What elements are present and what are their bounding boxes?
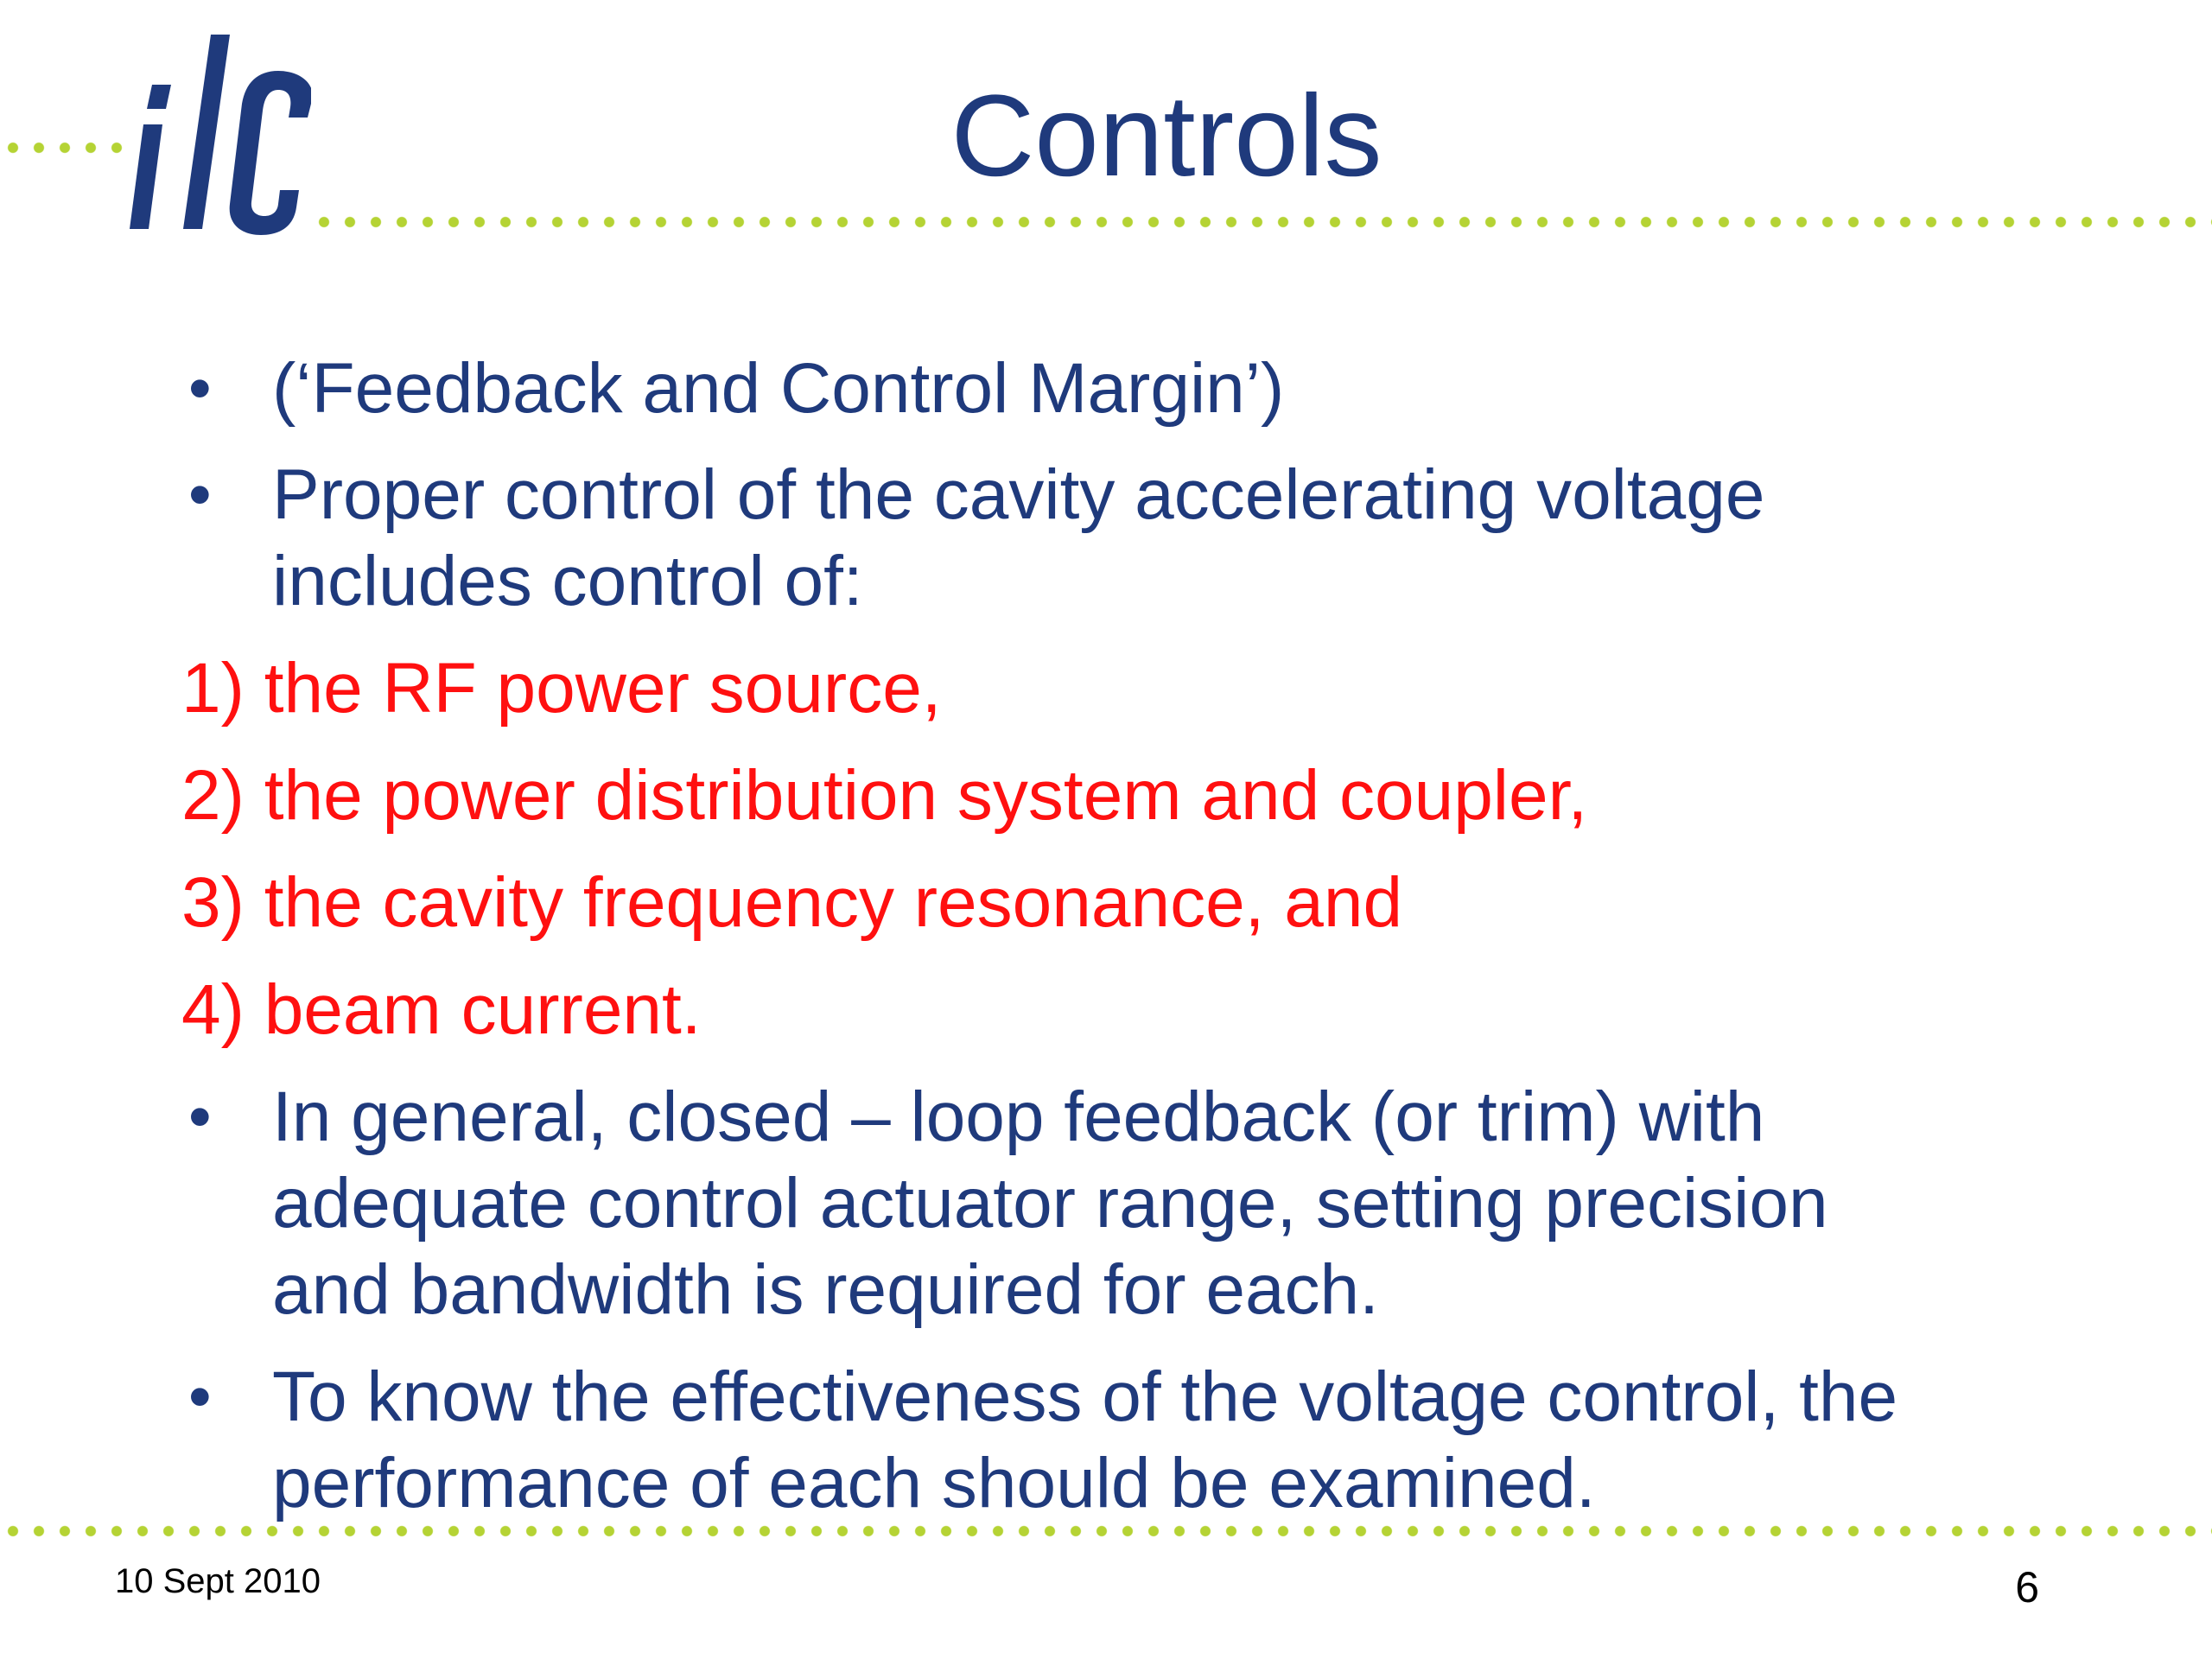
header-dotline-right bbox=[311, 216, 2212, 228]
numbered-text-line: 3) the cavity frequency resonance, and bbox=[181, 863, 1403, 942]
bullet-marker: • bbox=[188, 352, 212, 425]
header-dotline-left bbox=[0, 142, 130, 154]
page-number: 6 bbox=[2015, 1563, 2039, 1611]
bullet-text-line: includes control of: bbox=[272, 542, 863, 620]
bullet-text-line: performance of each should be examined. bbox=[272, 1444, 1596, 1522]
numbered-text-line: 4) beam current. bbox=[181, 970, 702, 1049]
bullet-item: • (‘Feedback and Control Margin’) bbox=[181, 346, 2039, 432]
numbered-text-line: 2) the power distribution system and cou… bbox=[181, 756, 1588, 835]
bullet-marker: • bbox=[188, 1360, 212, 1433]
numbered-item: 1) the RF power source, bbox=[181, 645, 2039, 732]
numbered-item: 3) the cavity frequency resonance, and bbox=[181, 860, 2039, 946]
bullet-marker: • bbox=[188, 458, 212, 531]
numbered-item: 2) the power distribution system and cou… bbox=[181, 753, 2039, 839]
bullet-text-line: adequate control actuator range, setting… bbox=[272, 1164, 1828, 1243]
bullet-text-line: Proper control of the cavity acceleratin… bbox=[272, 455, 1765, 534]
bullet-item: • To know the effectiveness of the volta… bbox=[181, 1354, 2039, 1527]
bullet-text-line: To know the effectiveness of the voltage… bbox=[272, 1357, 1898, 1436]
slide-title: Controls bbox=[950, 72, 1382, 200]
footer-date: 10 Sept 2010 bbox=[115, 1562, 321, 1600]
bullet-item: • Proper control of the cavity accelerat… bbox=[181, 452, 2039, 625]
slide-body: • (‘Feedback and Control Margin’) • Prop… bbox=[181, 346, 2039, 1527]
bullet-item: • In general, closed – loop feedback (or… bbox=[181, 1074, 2039, 1333]
bullet-marker: • bbox=[188, 1080, 212, 1154]
bullet-text-line: In general, closed – loop feedback (or t… bbox=[272, 1077, 1765, 1156]
ilc-logo-icon bbox=[130, 35, 311, 235]
bullet-text-line: and bandwidth is required for each. bbox=[272, 1250, 1379, 1329]
numbered-item: 4) beam current. bbox=[181, 967, 2039, 1053]
footer-dotline bbox=[0, 1525, 2212, 1537]
bullet-text-line: (‘Feedback and Control Margin’) bbox=[272, 349, 1285, 428]
numbered-text-line: 1) the RF power source, bbox=[181, 649, 942, 728]
